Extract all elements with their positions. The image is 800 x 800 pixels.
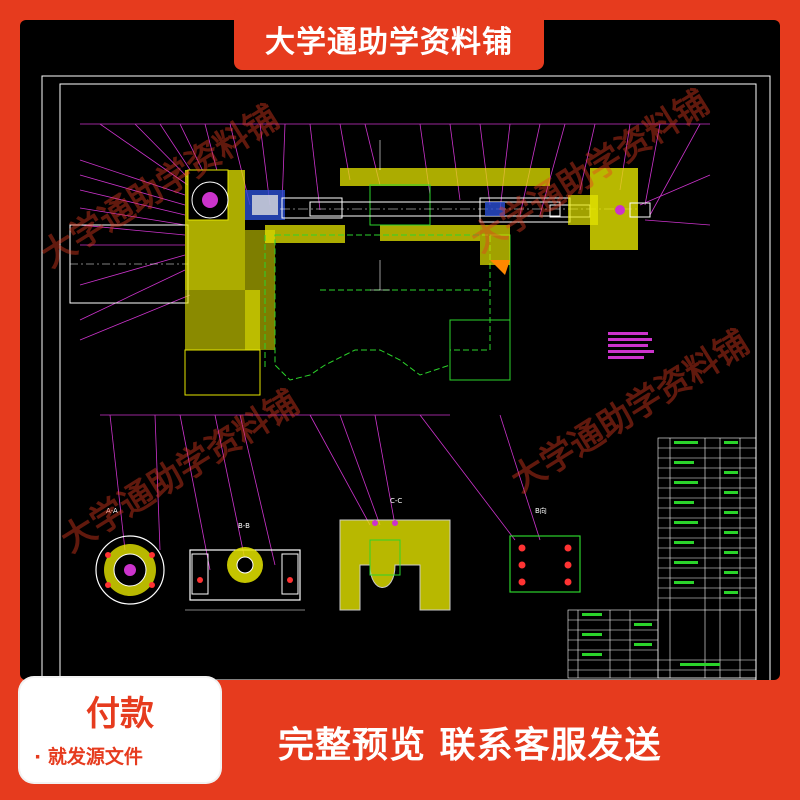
footer-message: 完整预览 联系客服发送 — [278, 725, 662, 766]
store-banner: 大学通助学资料铺 — [234, 8, 544, 70]
payment-title: 付款 — [86, 694, 154, 734]
parts-list-table-lower — [567, 609, 757, 679]
table-text-marks — [582, 441, 738, 666]
view-cc-label: C-C — [390, 497, 402, 505]
payment-subtitle: · 就发源文件 — [34, 746, 143, 768]
left-callouts — [79, 159, 191, 341]
lower-callout-row — [100, 414, 541, 571]
parts-list-table — [657, 437, 757, 679]
view-aa-label: A-A — [106, 507, 118, 515]
cad-drawing: A-A B-B C-C — [41, 75, 771, 680]
gear-section — [480, 225, 510, 275]
main-slide — [265, 168, 640, 243]
machine-body-outline — [264, 234, 511, 381]
payment-box[interactable]: 付款 · 就发源文件 — [20, 678, 220, 782]
coupling — [245, 190, 343, 220]
view-cc — [339, 519, 451, 611]
view-bb — [185, 547, 305, 611]
right-flange — [568, 168, 651, 250]
left-housing — [184, 169, 275, 396]
view-d — [509, 535, 581, 593]
view-bb-label: B-B — [238, 522, 250, 530]
technical-notes — [608, 332, 654, 359]
view-d-label: B向 — [535, 506, 547, 515]
right-callouts — [639, 174, 711, 226]
inner-border — [59, 83, 757, 680]
view-aa — [95, 535, 165, 605]
outer-border — [41, 75, 771, 680]
white-leaders — [370, 140, 390, 291]
cad-drawing-frame: A-A B-B C-C — [20, 20, 780, 680]
